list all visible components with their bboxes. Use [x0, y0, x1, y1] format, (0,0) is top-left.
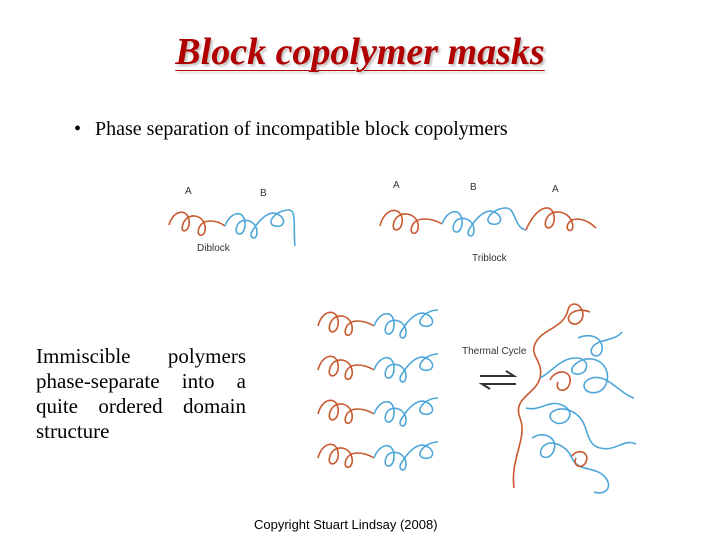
bullet-marker: • [74, 118, 82, 140]
equilibrium-arrows-icon [478, 370, 518, 390]
slide-title: Block copolymer masks [175, 31, 545, 73]
diblock-chain-drawing [168, 209, 296, 247]
disordered-chains-drawing [512, 303, 637, 494]
description-text: Immiscible polymers phase-separate into … [36, 344, 246, 443]
thermal-cycle-figure: Thermal Cycle [314, 298, 640, 500]
triblock-caption: Triblock [472, 253, 507, 264]
triblock-figure: A B A Triblock [376, 176, 600, 268]
triblock-label-a1: A [393, 180, 400, 191]
bullet-text: Phase separation of incompatible block c… [95, 118, 508, 140]
triblock-label-b: B [470, 182, 477, 193]
diblock-caption: Diblock [197, 243, 230, 254]
copyright-notice: Copyright Stuart Lindsay (2008) [254, 517, 438, 532]
diblock-label-a: A [185, 186, 192, 197]
ordered-chains-drawing [317, 309, 439, 471]
triblock-label-a2: A [552, 184, 559, 195]
diblock-label-b: B [260, 188, 267, 199]
bullet-point: • Phase separation of incompatible block … [74, 118, 508, 141]
triblock-chain-drawing [379, 207, 597, 237]
diblock-figure: A B Diblock [165, 180, 305, 260]
thermal-cycle-caption: Thermal Cycle [462, 346, 527, 357]
